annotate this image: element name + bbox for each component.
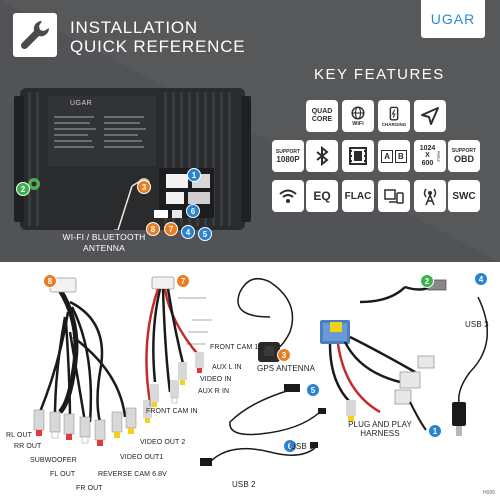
title-line-2: QUICK REFERENCE — [70, 37, 246, 56]
eq-icon: EQ — [306, 180, 338, 212]
badge-4-top: 4 — [181, 225, 195, 239]
badge-6-bottom: 6 — [283, 439, 297, 453]
label-subwoofer: SUBWOOFER — [30, 457, 77, 464]
head-unit-image — [14, 88, 251, 230]
brand-logo: UGAR — [421, 0, 485, 38]
badge-5-top: 5 — [198, 227, 212, 241]
badge-1-top: 1 — [187, 168, 201, 182]
label-usb1: USB 1 — [290, 442, 314, 451]
badge-3-top: 3 — [137, 180, 151, 194]
wifi-signal-icon — [272, 180, 304, 212]
signal-tower-icon — [414, 180, 446, 212]
label-video-out2: VIDEO OUT 2 — [140, 439, 186, 446]
product-code: H005 — [483, 490, 495, 496]
label-front-cam-12v: FRONT CAM 12V — [210, 344, 268, 351]
label-video-in: VIDEO IN — [200, 376, 232, 383]
label-rr-out: RR OUT — [14, 443, 42, 450]
top-panel: INSTALLATION QUICK REFERENCE UGAR KEY FE… — [0, 0, 500, 262]
wrench-icon — [13, 13, 57, 57]
label-gps-antenna: GPS ANTENNA — [257, 364, 316, 373]
label-aux-r-in: AUX R IN — [198, 388, 230, 395]
badge-8-bottom: 8 — [43, 274, 57, 288]
cables-illustration — [33, 276, 489, 466]
wifi-bluetooth-antenna-label: WI-FI / BLUETOOTH ANTENNA — [62, 232, 146, 253]
wifi-globe-icon: WiFi — [342, 100, 374, 132]
video-film-icon — [342, 140, 374, 172]
swc-icon: SWC — [448, 180, 480, 212]
badge-3-bottom: 3 — [277, 348, 291, 362]
bluetooth-icon — [306, 140, 338, 172]
label-usb3: USB 3 — [465, 320, 489, 329]
label-fr-out: FR OUT — [76, 485, 103, 492]
page-title: INSTALLATION QUICK REFERENCE — [70, 18, 245, 56]
unit-brand: UGAR — [70, 100, 93, 107]
badge-2-bottom: 2 — [420, 274, 434, 288]
title-line-1: INSTALLATION — [70, 18, 198, 37]
badge-4-bottom: 4 — [474, 272, 488, 286]
badge-8-top: 8 — [146, 222, 160, 236]
charging-icon: CHARGING — [378, 100, 410, 132]
key-features-title: KEY FEATURES — [314, 66, 445, 83]
flac-icon: FLAC — [342, 180, 374, 212]
navigation-arrow-icon — [414, 100, 446, 132]
badge-1-bottom: 1 — [428, 424, 442, 438]
label-fl-out: FL OUT — [50, 471, 76, 478]
badge-7-bottom: 7 — [176, 274, 190, 288]
badge-5-bottom: 5 — [306, 383, 320, 397]
label-rl-out: RL OUT — [6, 432, 33, 439]
badge-7-top: 7 — [164, 222, 178, 236]
ab-split-icon: A B — [378, 140, 410, 172]
label-plug-play-harness: PLUG AND PLAY HARNESS — [348, 420, 412, 438]
bottom-panel: 8 7 3 2 4 5 6 1 FRONT CAM 12V AUX L IN V… — [0, 262, 500, 500]
label-reverse-cam: REVERSE CAM 6.8V — [98, 471, 167, 478]
mirror-link-icon — [378, 180, 410, 212]
badge-6-top: 6 — [186, 204, 200, 218]
label-video-out1: VIDEO OUT1 — [120, 454, 164, 461]
label-aux-l-in: AUX L IN — [212, 364, 242, 371]
badge-2-top: 2 — [16, 182, 30, 196]
label-usb2: USB 2 — [232, 480, 256, 489]
label-front-cam-in: FRONT CAM IN — [146, 408, 198, 415]
